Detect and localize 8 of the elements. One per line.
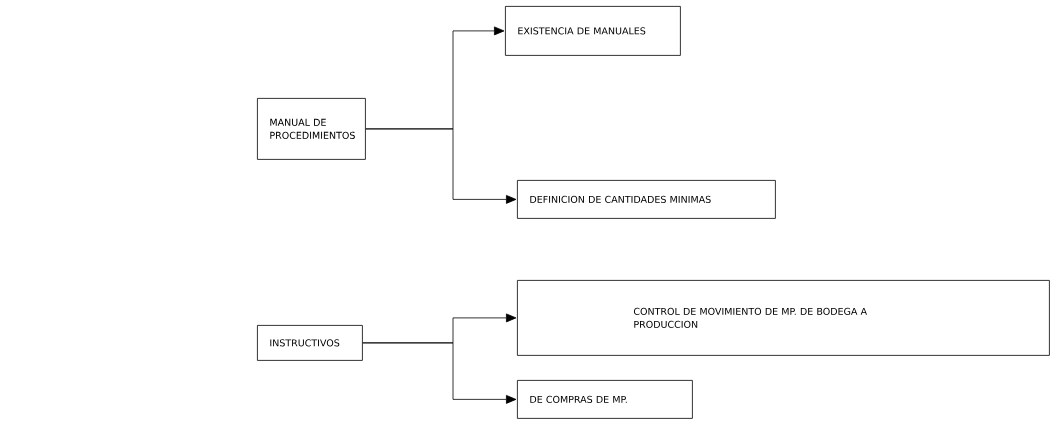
process-box: INSTRUCTIVOS xyxy=(257,325,363,361)
arrow xyxy=(362,342,517,404)
arrow xyxy=(365,128,517,204)
process-box: CONTROL DE MOVIMIENTO DE MP. DE BODEGA A PRODUCCION xyxy=(517,280,1050,356)
process-box: DEFINICION DE CANTIDADES MINIMAS xyxy=(517,180,776,219)
process-box: EXISTENCIA DE MANUALES xyxy=(505,6,681,56)
process-box: DE COMPRAS DE MP. xyxy=(517,380,693,419)
process-box: MANUAL DE PROCEDIMIENTOS xyxy=(257,98,366,160)
